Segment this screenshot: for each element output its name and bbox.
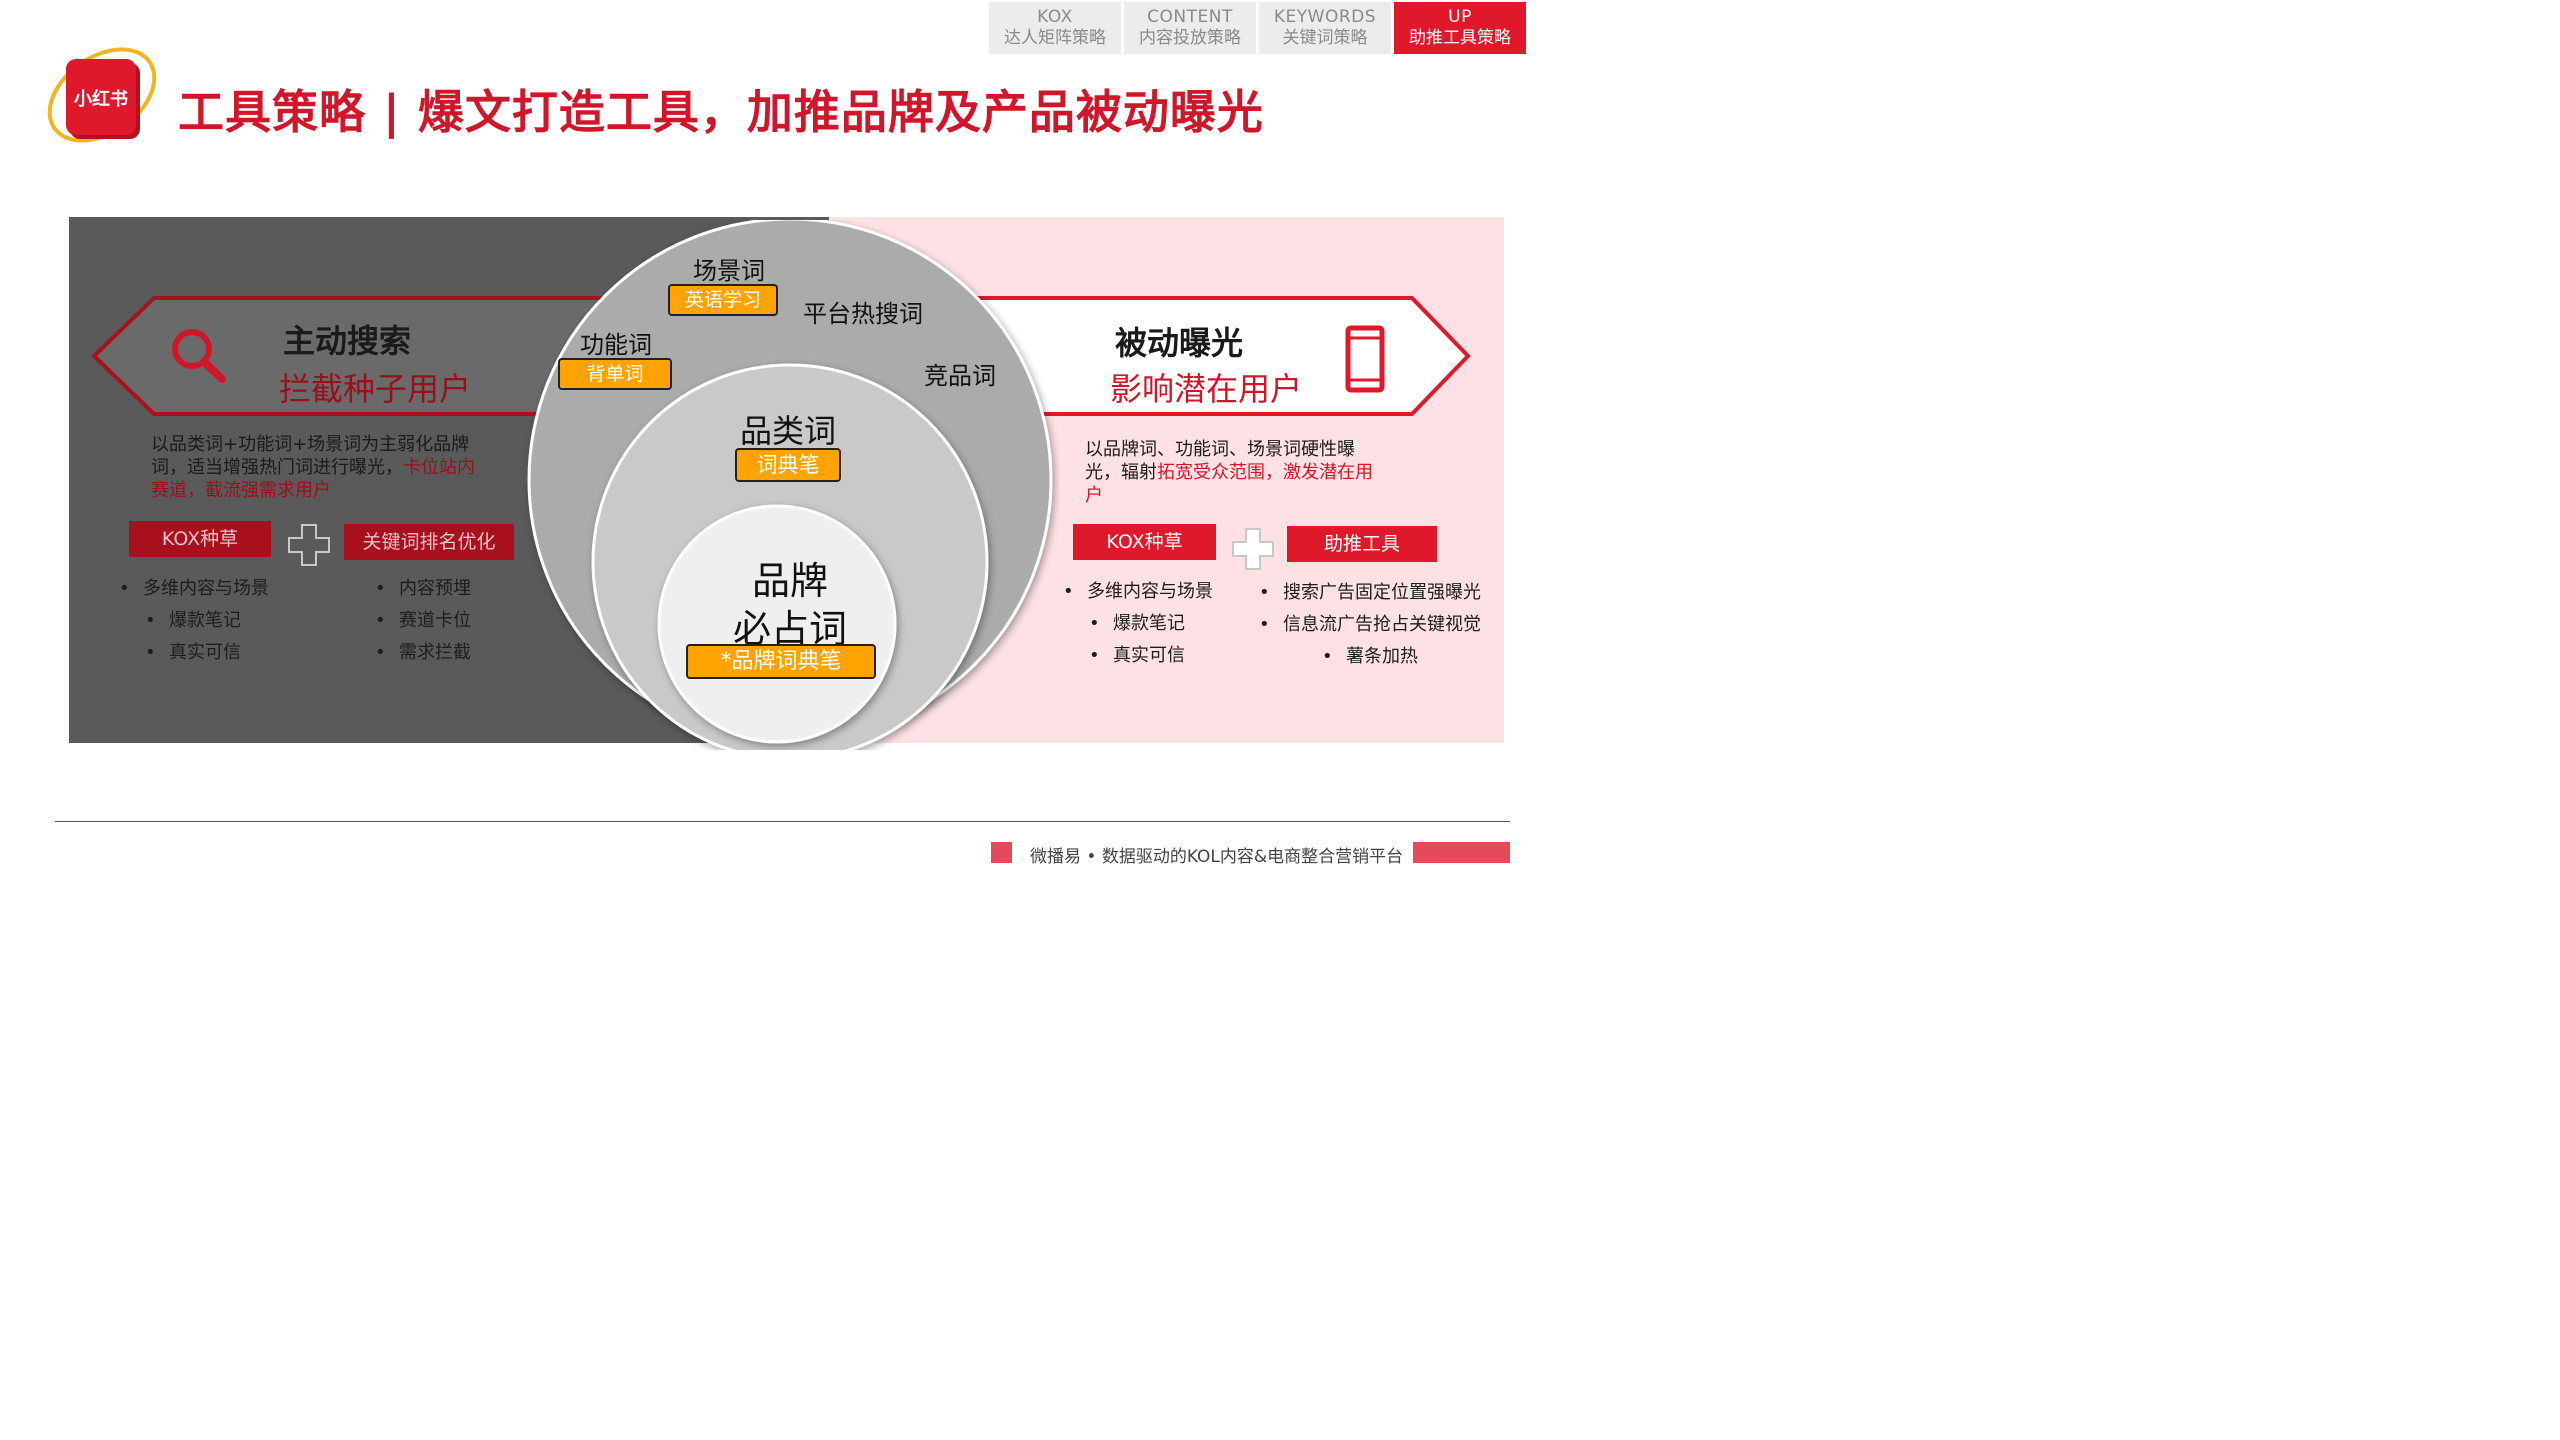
left-description: 以品类词+功能词+场景词为主弱化品牌 词，适当增强热门词进行曝光，卡位站内 赛道…: [151, 433, 475, 502]
footer-divider: [55, 821, 1510, 822]
label-brand: 品牌: [751, 559, 828, 603]
word-hot-search: 平台热搜词: [803, 300, 923, 328]
list-item: 爆款笔记: [145, 605, 269, 637]
tag-dictionary-pen: 词典笔: [735, 448, 841, 482]
left-heading: 主动搜索: [283, 322, 412, 360]
list-item: 搜索广告固定位置强曝光: [1259, 577, 1481, 609]
tab-up-en: UP: [1448, 7, 1472, 27]
right-heading: 被动曝光: [1115, 324, 1244, 362]
list-item: 薯条加热: [1322, 641, 1481, 673]
tab-up-zh: 助推工具策略: [1409, 28, 1511, 48]
tab-keywords-en: KEYWORDS: [1273, 7, 1377, 27]
plus-icon-right: [1232, 528, 1274, 570]
left-tag-keyword-ranking: 关键词排名优化: [344, 524, 514, 560]
logo: 小红书: [66, 59, 136, 135]
left-desc-line2: 词，适当增强热门词进行曝光，卡位站内: [151, 456, 475, 479]
left-list-keyword: 内容预埋 赛道卡位 需求拦截: [375, 573, 471, 669]
list-item: 多维内容与场景: [119, 573, 269, 605]
left-desc-line1: 以品类词+功能词+场景词为主弱化品牌: [151, 434, 470, 455]
tag-english-learning: 英语学习: [668, 284, 778, 316]
tab-keywords-zh: 关键词策略: [1282, 28, 1368, 48]
list-item: 真实可信: [1089, 640, 1213, 672]
page-title: 工具策略 | 爆文打造工具，加推品牌及产品被动曝光: [178, 85, 1264, 139]
tab-kox[interactable]: KOX 达人矩阵策略: [989, 2, 1121, 54]
tab-up[interactable]: UP 助推工具策略: [1394, 2, 1526, 54]
right-desc-line2a: 光，辐射: [1085, 462, 1157, 483]
footer-text: 微播易 • 数据驱动的KOL内容&电商整合营销平台: [1030, 847, 1404, 867]
list-item: 需求拦截: [375, 637, 471, 669]
left-subheading: 拦截种子用户: [279, 370, 472, 408]
left-desc-highlight-a: 卡位站内: [403, 457, 475, 478]
tab-keywords[interactable]: KEYWORDS 关键词策略: [1259, 2, 1391, 54]
tab-content[interactable]: CONTENT 内容投放策略: [1124, 2, 1256, 54]
phone-icon: [1345, 325, 1385, 393]
word-function: 功能词: [580, 331, 652, 359]
right-subheading: 影响潜在用户: [1110, 370, 1303, 408]
left-list-kox: 多维内容与场景 爆款笔记 真实可信: [119, 573, 269, 669]
list-item: 爆款笔记: [1089, 608, 1213, 640]
right-tag-boost-tool: 助推工具: [1287, 526, 1437, 562]
word-scene: 场景词: [693, 257, 765, 285]
label-must-have: 必占词: [732, 607, 847, 651]
tab-content-en: CONTENT: [1147, 7, 1233, 27]
list-item: 内容预埋: [375, 573, 471, 605]
right-description: 以品牌词、功能词、场景词硬性曝 光，辐射拓宽受众范围，激发潜在用 户: [1085, 438, 1373, 507]
label-category: 品类词: [740, 412, 837, 450]
list-item: 信息流广告抢占关键视觉: [1259, 609, 1481, 641]
search-icon: [172, 329, 226, 383]
word-competitor: 竞品词: [924, 362, 996, 390]
right-tag-kox: KOX种草: [1073, 524, 1216, 560]
tag-brand-dictionary-pen: *品牌词典笔: [686, 644, 876, 679]
footer-bar: [1413, 842, 1510, 863]
tab-kox-en: KOX: [1037, 7, 1073, 27]
list-item: 多维内容与场景: [1063, 576, 1213, 608]
left-desc-line2a: 词，适当增强热门词进行曝光，: [151, 457, 403, 478]
tab-content-zh: 内容投放策略: [1139, 28, 1241, 48]
right-list-kox: 多维内容与场景 爆款笔记 真实可信: [1063, 576, 1213, 672]
plus-icon: [288, 524, 330, 566]
inner-circle: [657, 504, 897, 744]
logo-text: 小红书: [74, 89, 128, 110]
list-item: 真实可信: [145, 637, 269, 669]
right-desc-highlight: 拓宽受众范围，激发潜在用: [1157, 462, 1373, 483]
tab-kox-zh: 达人矩阵策略: [1004, 28, 1106, 48]
left-desc-line3: 赛道，截流强需求用户: [151, 480, 331, 501]
right-list-boost: 搜索广告固定位置强曝光 信息流广告抢占关键视觉 薯条加热: [1259, 577, 1481, 673]
footer-square: [991, 842, 1012, 863]
right-desc-line3: 户: [1085, 485, 1103, 506]
right-desc-line1: 以品牌词、功能词、场景词硬性曝: [1085, 439, 1355, 460]
left-tag-kox: KOX种草: [129, 521, 271, 557]
tag-memorize-words: 背单词: [558, 358, 672, 390]
list-item: 赛道卡位: [375, 605, 471, 637]
right-desc-line2: 光，辐射拓宽受众范围，激发潜在用: [1085, 461, 1373, 484]
